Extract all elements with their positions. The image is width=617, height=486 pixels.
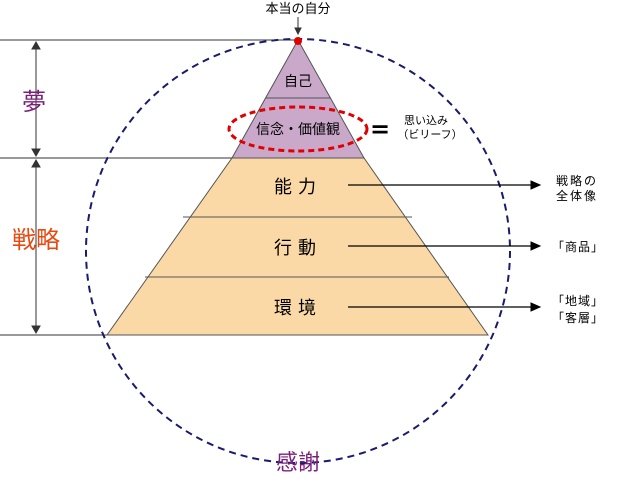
strategy-overview-arrow xyxy=(348,180,542,190)
strategy-overview-line2: 全体像 xyxy=(556,188,598,203)
pyramid-self-label: 自己 xyxy=(284,74,312,90)
strategy-overview-line1: 戦略の xyxy=(556,173,598,188)
pyramid-beliefs-label: 信念・価値観 xyxy=(256,121,340,138)
true-self-arrow xyxy=(294,17,302,36)
dream-range-arrow xyxy=(31,40,41,158)
dream-label: 夢 xyxy=(22,88,46,116)
customer-label: 「客層」 xyxy=(552,310,604,325)
product-arrow xyxy=(348,241,542,251)
strategy-label: 戦略 xyxy=(12,226,60,254)
belief-highlight-ellipse xyxy=(227,105,369,153)
product-label: 「商品」 xyxy=(552,239,604,254)
region-label: 「地域」 xyxy=(552,294,604,308)
pyramid-bottom-section xyxy=(106,157,489,336)
pyramid-top-section xyxy=(231,38,365,159)
true-self-dot xyxy=(294,37,302,45)
belief-equals-sign: = xyxy=(370,115,390,143)
pyramid-ability-label: 能力 xyxy=(274,177,322,198)
belief-note-line1: 思い込み xyxy=(404,114,448,127)
belief-note-line2: （ビリーフ） xyxy=(397,128,462,141)
pyramid-environment-label: 環境 xyxy=(274,298,322,319)
strategy-range-arrow xyxy=(31,158,41,335)
true-self-label: 本当の自分 xyxy=(265,2,330,17)
pyramid-action-label: 行動 xyxy=(274,238,322,259)
thanks-label: 感謝 xyxy=(276,451,320,476)
region-customer-arrow xyxy=(348,302,542,312)
